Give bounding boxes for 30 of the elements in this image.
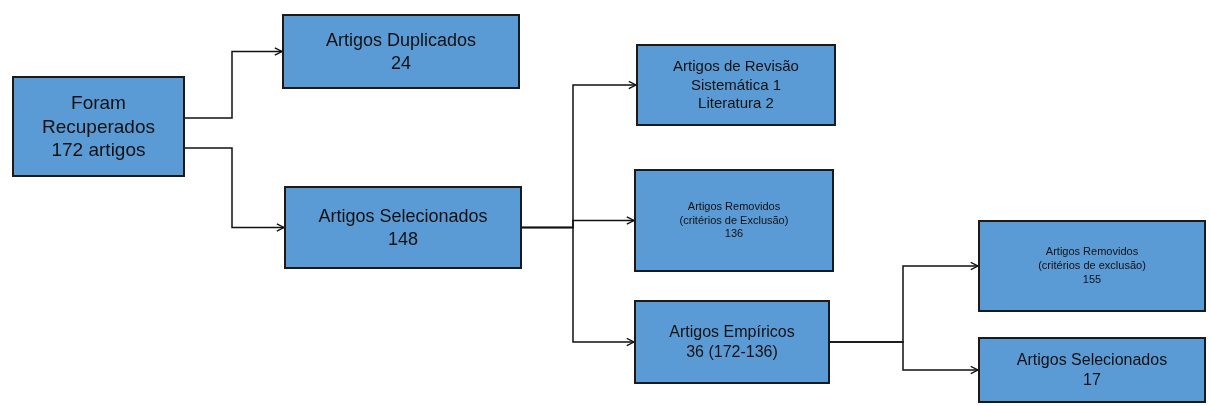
box-text: 136	[724, 227, 744, 242]
box-text: Artigos Removidos	[687, 199, 781, 214]
box-text: 24	[391, 51, 411, 74]
process-box	[12, 76, 185, 177]
box-text: 148	[387, 227, 418, 250]
box-text: 36 (172-136)	[686, 342, 778, 362]
box-text: (critérios de exclusão)	[1038, 259, 1146, 273]
process-box	[634, 300, 830, 384]
process-box	[634, 169, 834, 272]
box-text: Artigos Selecionados	[318, 205, 488, 228]
box-text: Artigos Empíricos	[669, 322, 795, 342]
box-text: Artigos Removidos	[1045, 245, 1139, 260]
box-text: (critérios de Exclusão)	[679, 213, 789, 228]
process-box	[978, 337, 1206, 403]
arrow	[829, 341, 979, 375]
box-text: Sistemática 1	[690, 75, 781, 95]
box-text: 17	[1083, 370, 1101, 390]
box-text: 155	[1082, 272, 1102, 287]
box-text: Artigos de Revisão	[673, 56, 799, 76]
process-box	[978, 220, 1206, 312]
arrow	[184, 147, 285, 232]
process-box	[284, 186, 522, 269]
box-text: Artigos Selecionados	[1016, 350, 1168, 370]
arrow	[521, 226, 635, 347]
box-text: Artigos Duplicados	[325, 29, 477, 52]
box-text: Literatura 2	[698, 94, 774, 114]
process-box	[282, 14, 520, 89]
box-text: Foram Recuperados 172 artigos	[41, 90, 156, 163]
process-box	[636, 44, 836, 126]
arrow	[184, 47, 283, 119]
